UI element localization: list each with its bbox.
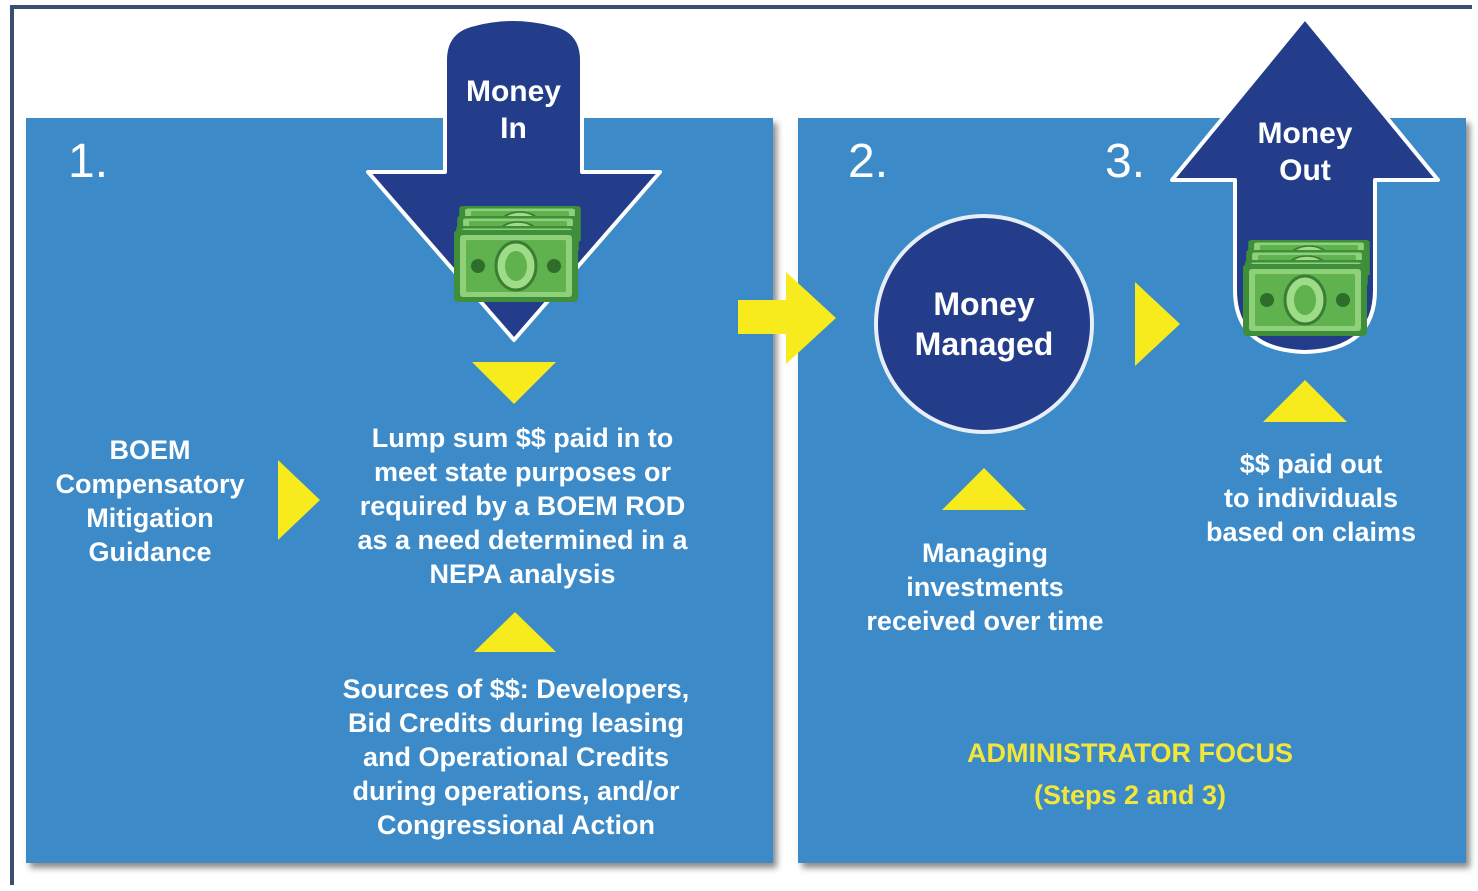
money-out-label: Money Out [1257,117,1353,187]
guidance-text: BOEM Compensatory Mitigation Guidance [55,435,245,567]
triangle-up-icon [474,612,556,652]
sources-text: Sources of $$: Developers, Bid Credits d… [342,674,690,840]
chevron-right-2-icon [1135,282,1180,366]
paid-out-text: $$ paid out to individuals based on clai… [1205,449,1417,547]
money-out-arrow-icon [1170,16,1440,354]
money-stack-icon [454,206,581,302]
triangle-down-icon [472,362,556,404]
step1-panel [26,118,773,863]
money-in-arrow-icon [366,17,662,342]
administrator-focus-title: ADMINISTRATOR FOCUS [967,738,1293,768]
triangle-up-2-icon [942,468,1026,510]
triangle-up-3-icon [1263,380,1347,422]
chevron-right-icon [278,460,320,540]
managing-text: Managing investments received over time [866,538,1104,636]
step1-number: 1. [68,135,109,188]
administrator-focus-subtitle: (Steps 2 and 3) [1033,780,1227,810]
step3-number: 3. [1105,135,1146,188]
step2-number: 2. [848,135,889,188]
lump-sum-text: Lump sum $$ paid in to meet state purpos… [357,423,688,589]
money-managed-label: Money Managed [914,286,1054,362]
money-in-label: Money In [465,75,561,145]
big-arrow-right-icon [738,272,836,364]
diagram-frame [10,5,1472,885]
money-managed-circle: Money Managed [874,214,1094,434]
money-stack-out-icon [1243,240,1370,336]
